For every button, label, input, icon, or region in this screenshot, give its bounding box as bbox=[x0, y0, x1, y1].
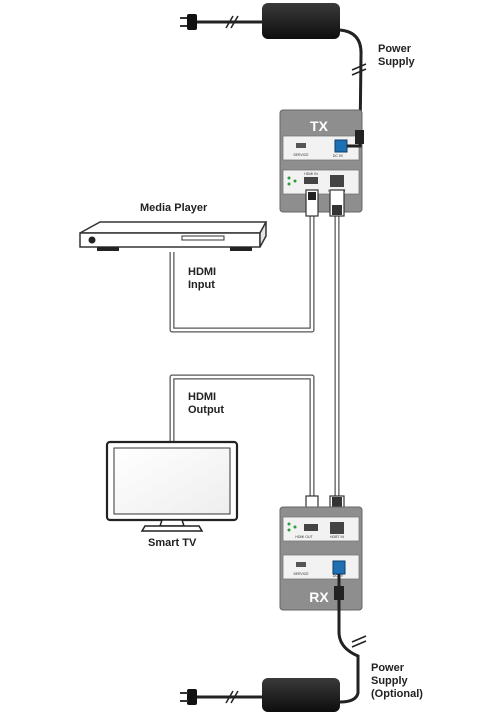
power-supply-bottom-label: Power Supply (Optional) bbox=[371, 662, 423, 700]
hdmi-input-label: HDMI Input bbox=[188, 266, 217, 291]
power-adapter-bottom bbox=[180, 600, 367, 712]
tx-unit: TX SERVICE DC 5V HDMI IN HDBT OUT bbox=[279, 109, 363, 213]
media-player-label: Media Player bbox=[140, 202, 208, 214]
rx-port-service: SERVICE bbox=[293, 572, 309, 576]
rx-unit: HDMI OUT HDBT IN SERVICE DC 5V RX bbox=[279, 506, 363, 611]
rx-port-link: HDBT IN bbox=[330, 535, 344, 539]
tx-port-power: DC 5V bbox=[333, 154, 344, 158]
tx-port-hdmi: HDMI IN bbox=[304, 172, 318, 176]
hdmi-input-cable bbox=[169, 189, 319, 333]
smart-tv bbox=[105, 440, 239, 532]
media-player bbox=[79, 221, 268, 251]
hdmi-output-label: HDMI Output bbox=[188, 391, 225, 416]
rx-port-hdmi: HDMI OUT bbox=[295, 535, 313, 539]
tx-label: TX bbox=[310, 118, 329, 134]
tx-port-service: SERVICE bbox=[293, 153, 309, 157]
rx-power-connector bbox=[332, 560, 346, 600]
rx-label: RX bbox=[309, 589, 329, 605]
smart-tv-label: Smart TV bbox=[148, 537, 197, 549]
power-supply-top-label: Power Supply bbox=[378, 43, 415, 68]
tx-power-connector bbox=[334, 130, 364, 153]
power-adapter-top bbox=[180, 3, 367, 141]
hdbaset-link-cable bbox=[329, 189, 345, 525]
